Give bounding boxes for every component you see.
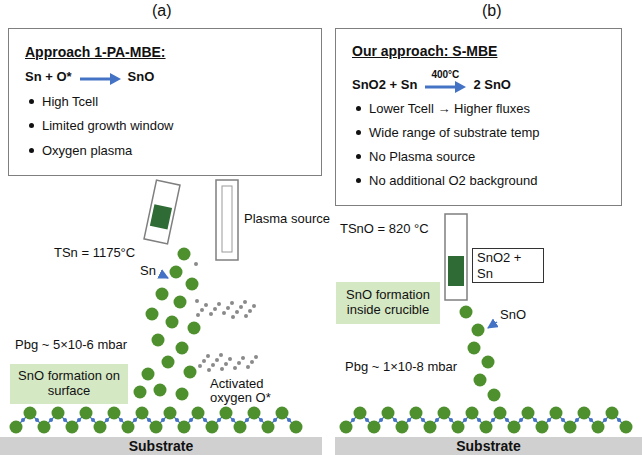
node-text: Oxygen plasma [42,143,132,159]
cell-temperature: TSnO = 820 °C [340,222,429,236]
bullet [356,106,361,111]
node-text: 2 SnO [473,77,511,93]
panel-letter: (a) [152,4,172,18]
node-text: Wide range of substrate temp [369,125,540,141]
node-text: SnO [128,69,155,85]
pressure-label: Pbg ~ 5×10-6 mbar [15,338,127,352]
leader-line [488,322,497,328]
node-text: Sn + O* [25,69,72,85]
atom-dots [10,248,633,434]
node-text: Substrate [456,438,521,455]
bullet [356,178,361,183]
approach-box: Our approach: S-MBE SnO2 + Sn 400°C 2 SnO Lo… [335,28,622,206]
pressure-label: Pbg ~ 1×10-8 mbar [345,360,457,374]
bullet [356,154,361,159]
node-text: SnO2 + Sn [477,250,539,281]
formation-note: SnO formation inside crucible [336,282,440,324]
approach-box: Approach 1-PA-MBE: Sn + O* SnO High TcellLi… [8,28,322,176]
node-text: 400°C [431,69,459,81]
species-label: Sn [140,264,156,278]
panel-letter: (b) [482,4,502,18]
node-text: Lower Tcell → Higher fluxes [369,101,530,117]
sno-effusion-cell [445,214,467,300]
reaction-arrow [423,81,467,93]
species-label: SnO [500,308,526,322]
sn-effusion-cell [144,180,180,244]
substrate-bar: Substrate [0,437,322,455]
node-text: SnO formation inside crucible [340,288,436,318]
node-text: Approach 1-PA-MBE: [25,44,309,61]
node-text: High Tcell [42,94,98,110]
node-text: SnO formation on surface [14,369,124,399]
node-text: Limited growth window [42,118,174,134]
node-text: No Plasma source [369,149,475,165]
cell-temperature: TSn = 1175°C [54,246,135,260]
node-text: Our approach: S-MBE [352,43,609,60]
formation-note: SnO formation on surface [10,364,128,404]
substrate-bar: Substrate [335,437,642,455]
bullet [29,148,34,153]
bullet [356,130,361,135]
part-label: Plasma source [244,212,330,226]
node-text: SnO2 + Sn [352,77,417,93]
node-text: No additional O2 background [369,173,537,189]
source-material-box: SnO2 + Sn [472,248,544,283]
bullet [29,123,34,128]
species-label: Activated oxygen O* [210,377,290,405]
reaction-arrow [78,73,122,85]
node-text: Substrate [129,438,194,455]
leader-line [160,274,168,278]
plasma-source [216,180,238,260]
bullet [29,99,34,104]
